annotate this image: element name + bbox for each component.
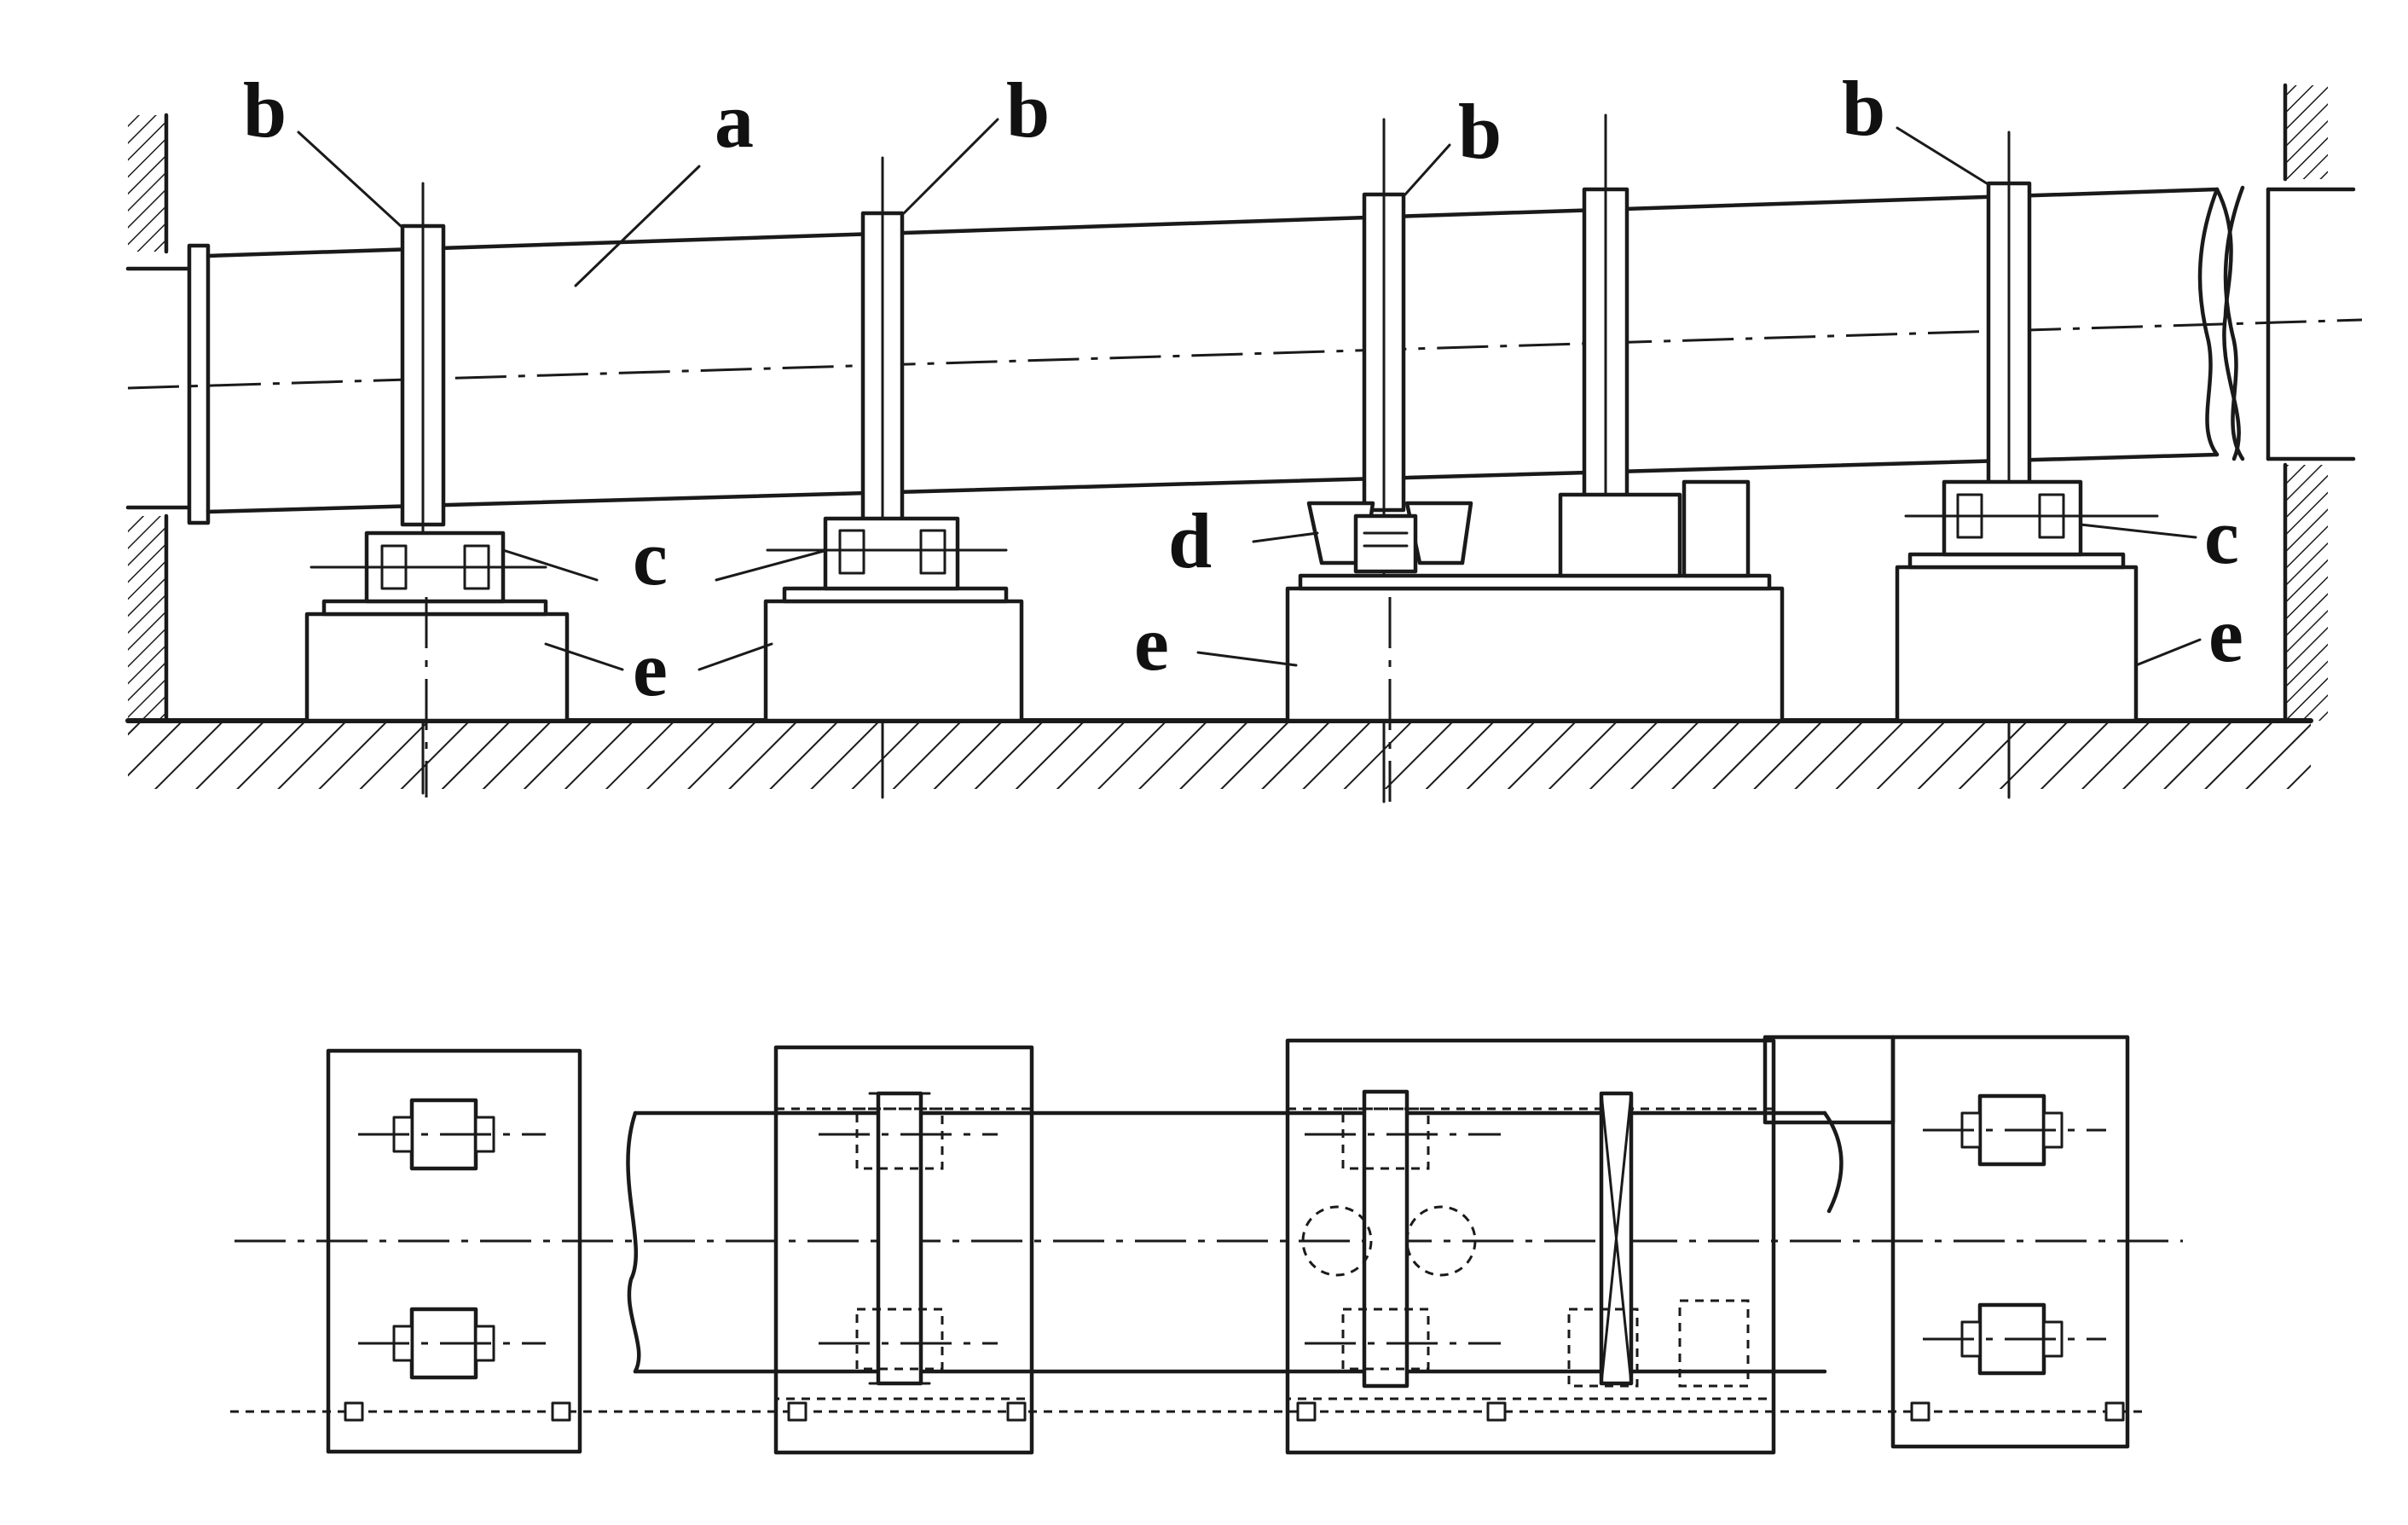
- plan-rollers-4: [1923, 1093, 2106, 1376]
- leader-lines: [297, 118, 2202, 671]
- plan-base-1: [326, 1048, 582, 1454]
- plan-rollers-1: [358, 1098, 546, 1380]
- plan-view: [230, 1035, 2183, 1455]
- label-e-1: e: [633, 625, 668, 712]
- label-b-4: b: [1842, 65, 1885, 152]
- right-wall: [2283, 83, 2328, 723]
- left-wall: [128, 113, 169, 723]
- plan-station-3: [1286, 1089, 1775, 1400]
- tyre-ring-3: [1362, 118, 1406, 803]
- label-d: d: [1168, 497, 1212, 584]
- plan-base-3-ext: [1763, 1035, 1896, 1125]
- plan-anchor-bolts: [230, 1401, 2149, 1422]
- label-e-2: e: [1134, 600, 1169, 687]
- label-b-3: b: [1458, 88, 1502, 175]
- tyre-ring-1: [400, 182, 446, 795]
- elevation-view: b a b b b c c d e e e: [125, 65, 2363, 803]
- callout-labels: b a b b b c c d e e e: [243, 65, 2243, 712]
- label-b-2: b: [1006, 67, 1050, 154]
- label-b-1: b: [243, 67, 287, 154]
- plan-base-2: [773, 1045, 1034, 1455]
- ground: [125, 718, 2313, 789]
- plan-kiln-shell: [234, 1110, 2183, 1374]
- drive-station: [1285, 479, 1785, 802]
- label-e-3: e: [2208, 591, 2243, 678]
- plan-station-2: [774, 1091, 1033, 1400]
- label-c-1: c: [633, 514, 668, 601]
- support-station-2: [763, 516, 1024, 723]
- kiln-shell: [125, 185, 2363, 525]
- plan-base-3: [1285, 1038, 1776, 1455]
- girth-gear: [1582, 113, 1629, 548]
- plan-girth-gear: [1567, 1091, 1750, 1388]
- support-station-4: [1895, 479, 2159, 723]
- label-a: a: [715, 77, 754, 164]
- support-station-1: [304, 531, 570, 797]
- label-c-2: c: [2204, 493, 2239, 580]
